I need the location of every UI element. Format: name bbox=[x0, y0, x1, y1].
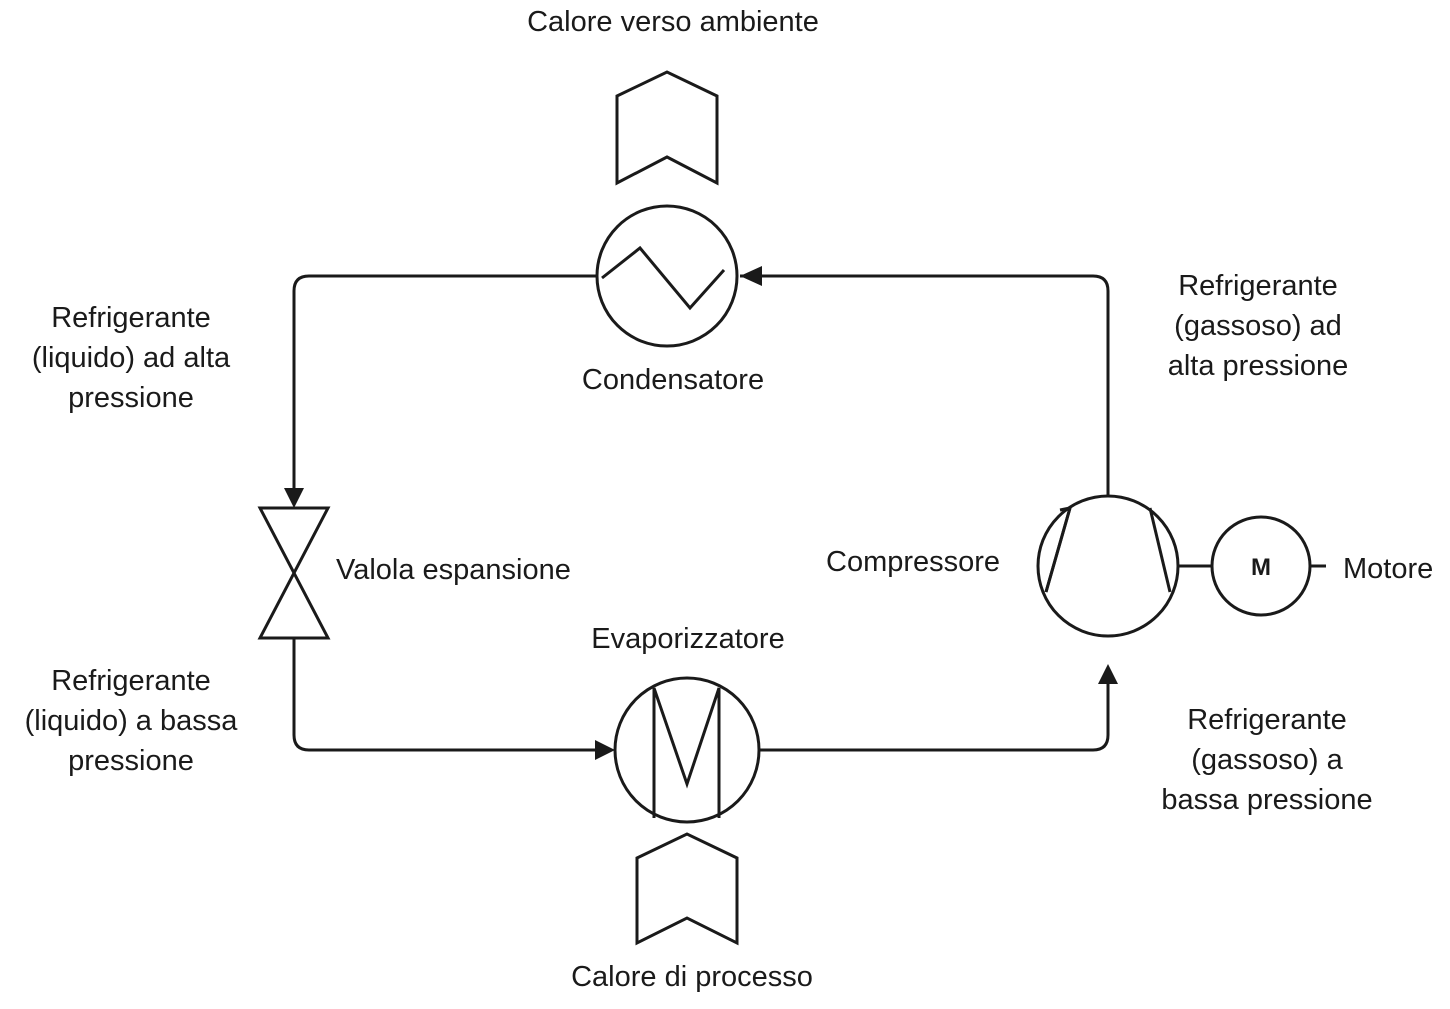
expansion-valve-icon bbox=[257, 506, 331, 640]
liquid-low-line-1: Refrigerante bbox=[51, 665, 211, 697]
gas-low-line-1: Refrigerante bbox=[1187, 704, 1347, 736]
condenser-label: Condensatore bbox=[581, 364, 765, 396]
evaporator-icon bbox=[613, 676, 761, 824]
heat-out-label: Calore verso ambiente bbox=[527, 6, 819, 38]
liquid-high-line-1: Refrigerante bbox=[51, 302, 211, 334]
valve-label: Valola espansione bbox=[336, 554, 571, 586]
evaporator-label: Evaporizzatore bbox=[591, 623, 785, 655]
gas-low-line-2: (gassoso) a bbox=[1191, 744, 1343, 776]
pipe-condenser-to-valve bbox=[292, 274, 597, 490]
liquid-low-line-2: (liquido) a bassa bbox=[24, 705, 238, 737]
motor-letter: M bbox=[1251, 554, 1271, 581]
compressor-label: Compressore bbox=[826, 546, 1001, 578]
gas-low-line-3: bassa pressione bbox=[1161, 784, 1373, 816]
heat-out-chevron-icon bbox=[615, 70, 719, 186]
gas-low-pressure-label: Refrigerante (gassoso) a bassa pressione bbox=[1135, 700, 1399, 820]
pipe-compressor-to-condenser bbox=[740, 274, 1110, 496]
liquid-low-pressure-label: Refrigerante (liquido) a bassa pressione bbox=[0, 661, 262, 781]
arrowhead-evaporator bbox=[595, 740, 615, 760]
liquid-high-line-2: (liquido) ad alta bbox=[31, 342, 231, 374]
gas-high-line-3: alta pressione bbox=[1167, 350, 1349, 382]
arrowhead-compressor bbox=[1098, 664, 1118, 684]
liquid-low-line-3: pressione bbox=[68, 745, 194, 777]
motor-icon bbox=[1210, 515, 1312, 617]
arrowhead-valve bbox=[284, 488, 304, 508]
gas-high-pressure-label: Refrigerante (gassoso) ad alta pressione bbox=[1128, 266, 1388, 386]
heat-in-label: Calore di processo bbox=[571, 961, 813, 993]
gas-high-line-1: Refrigerante bbox=[1178, 270, 1338, 302]
pipe-valve-to-evaporator bbox=[292, 638, 598, 752]
arrowhead-condenser bbox=[740, 266, 762, 286]
heat-in-chevron-icon bbox=[635, 832, 739, 946]
compressor-icon bbox=[1036, 494, 1180, 638]
motor-label: Motore bbox=[1343, 553, 1434, 585]
liquid-high-line-3: pressione bbox=[68, 382, 194, 414]
gas-high-line-2: (gassoso) ad bbox=[1174, 310, 1342, 342]
condenser-icon bbox=[595, 204, 739, 348]
liquid-high-pressure-label: Refrigerante (liquido) ad alta pressione bbox=[0, 298, 262, 418]
pipe-evaporator-to-compressor bbox=[760, 682, 1110, 752]
